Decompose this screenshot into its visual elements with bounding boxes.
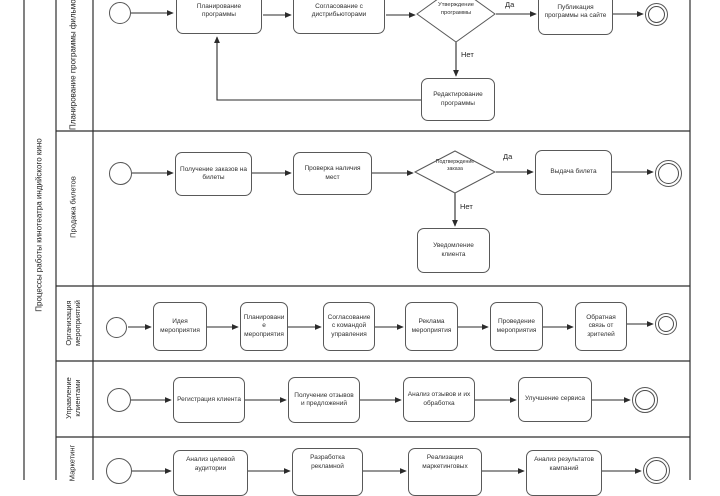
task-analyze-feedback[interactable]: Анализ отзывов и их обработка xyxy=(403,377,475,422)
lane-label-event-organization[interactable]: Организация мероприятий xyxy=(64,300,82,346)
flow-label-no-lane2: Нет xyxy=(460,202,473,211)
task-customer-registration[interactable]: Регистрация клиента xyxy=(173,377,245,423)
task-edit-program[interactable]: Редактирование программы xyxy=(421,78,495,121)
task-improve-service[interactable]: Улучшение сервиса xyxy=(518,377,592,422)
start-event-lane1[interactable] xyxy=(109,2,131,24)
flow-arrow-loopback xyxy=(214,36,421,101)
task-publish-program[interactable]: Публикация программы на сайте xyxy=(538,0,613,35)
start-event-lane2[interactable] xyxy=(109,162,132,185)
task-issue-ticket[interactable]: Выдача билета xyxy=(535,150,612,195)
task-notify-customer[interactable]: Уведомление клиента xyxy=(417,228,490,273)
task-management-team-approval[interactable]: Согласование с командой управления xyxy=(323,302,375,351)
start-event-lane5[interactable] xyxy=(106,458,132,484)
task-event-advertising[interactable]: Реклама мероприятия xyxy=(405,302,458,351)
gateway-program-approval[interactable] xyxy=(416,0,496,43)
task-distributor-approval[interactable]: Согласование с дистрибьюторами xyxy=(293,0,385,34)
gateways[interactable] xyxy=(413,0,497,194)
pool-borders xyxy=(23,0,691,480)
diagram-canvas xyxy=(23,0,691,480)
task-check-seat-availability[interactable]: Проверка наличия мест xyxy=(293,152,372,195)
flow-label-yes-lane2: Да xyxy=(503,152,513,161)
flow-label-no-lane1: Нет xyxy=(461,50,474,59)
end-event-lane3[interactable] xyxy=(655,313,677,335)
task-event-planning[interactable]: Планировани е мероприятия xyxy=(240,302,288,351)
start-event-lane3[interactable] xyxy=(106,317,127,338)
task-target-audience-analysis[interactable]: Анализ целевой аудитории xyxy=(173,450,248,496)
task-event-execution[interactable]: Проведение мероприятия xyxy=(490,302,543,351)
task-collect-feedback[interactable]: Получение отзывов и предложений xyxy=(288,377,360,423)
lane-label-marketing[interactable]: Маркетинг xyxy=(67,444,77,482)
lane-dividers xyxy=(56,130,690,438)
task-event-idea[interactable]: Идея мероприятия xyxy=(153,302,207,351)
task-receive-ticket-orders[interactable]: Получение заказов на билеты xyxy=(175,152,252,196)
task-program-planning[interactable]: Планирование программы xyxy=(176,0,262,34)
lane-label-film-program-planning[interactable]: Планирование программы фильмов xyxy=(68,0,78,130)
pool-title[interactable]: Процессы работы кинотеатра индийского ки… xyxy=(34,138,44,312)
flow-label-yes-lane1: Да xyxy=(505,0,515,9)
end-event-lane2[interactable] xyxy=(655,160,682,187)
gateway-order-confirmation[interactable] xyxy=(413,150,497,194)
sequence-flows xyxy=(128,10,654,474)
task-marketing-campaign-execution[interactable]: Реализация маркетинговых xyxy=(408,448,482,496)
task-ad-campaign-development[interactable]: Разработка рекламной xyxy=(292,448,363,496)
start-event-lane4[interactable] xyxy=(107,388,131,412)
gateway-label-order-confirmation: Подтверждение заказа xyxy=(435,159,475,172)
task-audience-feedback[interactable]: Обратная связь от зрителей xyxy=(575,302,627,351)
task-campaign-results-analysis[interactable]: Анализ результатов кампаний xyxy=(526,450,602,496)
end-event-lane4[interactable] xyxy=(632,387,658,413)
end-event-lane1[interactable] xyxy=(645,3,668,26)
lane-label-customer-management[interactable]: Управление клиентами xyxy=(64,377,82,419)
lane-label-ticket-sales[interactable]: Продажа билетов xyxy=(68,176,78,238)
gateway-label-program-approval: Утверждение программы xyxy=(438,2,474,16)
